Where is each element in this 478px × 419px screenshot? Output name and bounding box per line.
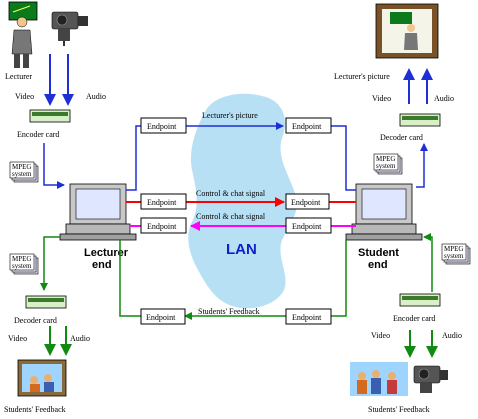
lecturers-picture-label: Lecturer's picture [334,72,390,81]
decoder-card-label-right: Decoder card [380,133,423,142]
control-chat-label-forward: Control & chat signal [196,189,266,198]
students-monitor-icon-left [17,359,67,397]
student-computer-icon [345,183,423,241]
audio-label-right: Audio [434,94,454,103]
audio-label-left: Audio [86,92,106,101]
lecturer-icon [8,1,38,68]
endpoint-lecturer-video: Endpoint [140,117,187,134]
lecturer-end-label-line1: Lecturer [84,247,129,259]
student-end-label-line1: Student [358,247,399,259]
decoder-card-right [399,113,441,127]
endpoint-lecturer-feedback: Endpoint [140,308,186,325]
students-feedback-label-left: Students' Feedback [4,405,66,414]
lecturer-label: Lecturer [5,72,32,81]
video-label-right-bottom: Video [371,331,390,340]
video-camera-icon [51,11,88,46]
endpoint-lecturer-control: Endpoint [140,193,187,210]
svg-text:Endpoint: Endpoint [292,222,322,231]
endpoint-lecturer-control-back: Endpoint [140,217,187,234]
video-camera-icon-right [413,365,448,393]
encoder-card-label-left: Encoder card [17,130,59,139]
endpoint-student-control-back: Endpoint [285,217,332,234]
audio-label-left-bottom: Audio [70,334,90,343]
svg-text:Endpoint: Endpoint [292,313,322,322]
svg-text:Endpoint: Endpoint [147,122,177,131]
lan-label: LAN [226,241,257,258]
student-end-label-line2: end [368,259,388,271]
students-feedback-label-right: Students' Feedback [368,405,430,414]
students-feedback-link-label: Students' Feedback [198,307,260,316]
endpoint-student-control: Endpoint [285,193,330,210]
svg-text:Endpoint: Endpoint [291,198,321,207]
svg-text:Endpoint: Endpoint [147,222,177,231]
lecturer-computer-icon [59,183,137,241]
students-group-icon [350,362,408,396]
encoder-card-label-right: Encoder card [393,314,435,323]
video-label-left: Video [15,92,34,101]
encoder-card-right [399,293,441,307]
video-label-right: Video [372,94,391,103]
control-chat-label-back: Control & chat signal [196,212,266,221]
tv-monitor-icon [375,3,439,59]
video-label-left-bottom: Video [8,334,27,343]
svg-text:Endpoint: Endpoint [146,313,176,322]
lecturer-end-label-line2: end [92,259,112,271]
audio-label-right-bottom: Audio [442,331,462,340]
svg-text:Endpoint: Endpoint [292,122,322,131]
encoder-card-left [29,109,71,123]
endpoint-student-feedback: Endpoint [285,308,332,325]
decoder-card-left [25,295,67,309]
decoder-card-label-left: Decoder card [14,316,57,325]
endpoint-student-video: Endpoint [285,117,332,134]
lecturers-picture-link-label: Lecturer's picture [202,111,258,120]
svg-text:Endpoint: Endpoint [147,198,177,207]
